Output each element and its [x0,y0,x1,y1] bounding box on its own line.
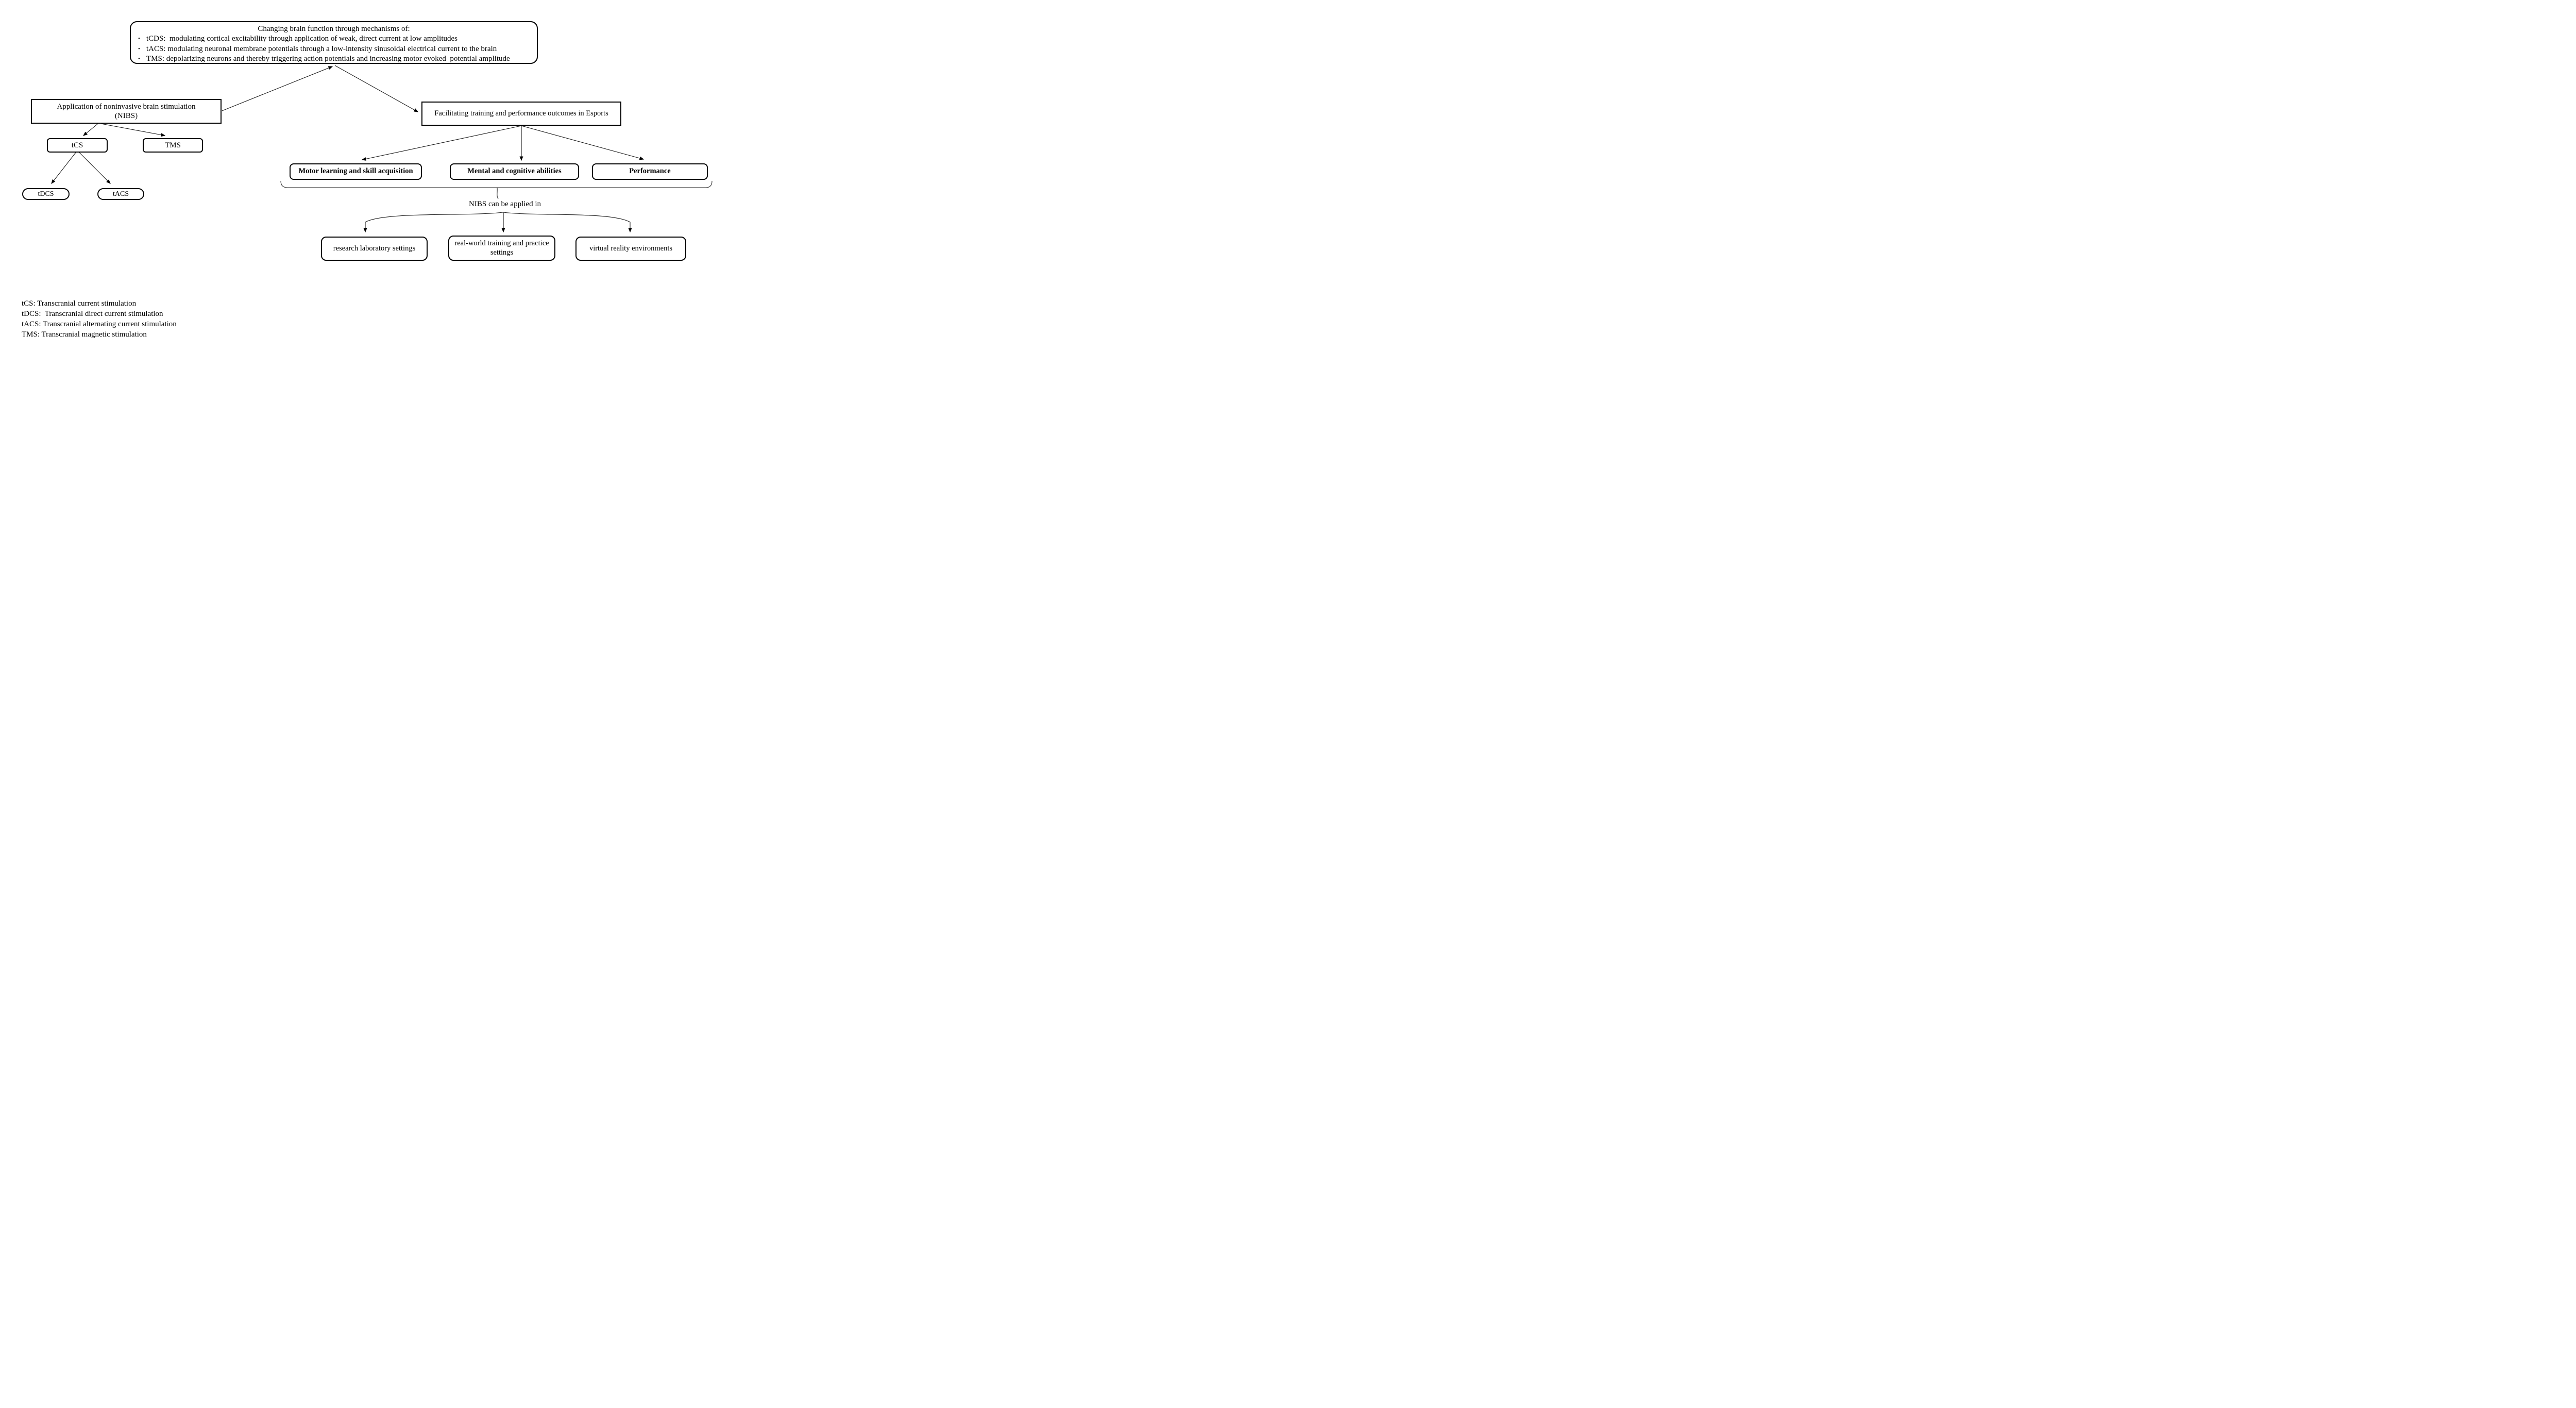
nibs-esports-flow-diagram: Changing brain function through mechanis… [0,0,735,352]
research-settings-label: research laboratory settings [333,244,416,253]
virtual-reality-box: virtual reality environments [575,237,686,261]
tms-box: TMS [143,138,203,153]
tdcs-label: tDCS [38,190,54,198]
tacs-label: tACS [112,190,129,198]
mechanism-bullet-tacs-text: tACS: modulating neuronal membrane poten… [146,44,497,53]
realworld-settings-box: real-world training and practice setting… [448,236,555,261]
nibs-application-box: Application of noninvasive brain stimula… [31,99,222,124]
virtual-reality-label: virtual reality environments [589,244,673,253]
mechanisms-box: Changing brain function through mechanis… [130,21,538,64]
arrow-esports-to-performance [521,125,645,160]
esports-outcomes-box: Facilitating training and performance ou… [421,102,621,126]
motor-learning-box: Motor learning and skill acquisition [290,163,422,180]
bullet-icon: • [138,45,140,52]
connector-lines-layer [51,65,713,233]
mechanism-bullet-tcds: • tCDS: modulating cortical excitability… [138,34,530,44]
arrow-nibs-to-tcs [82,123,98,136]
performance-box: Performance [592,163,708,180]
arrow-brace-to-virtual [503,212,632,233]
legend-tcs: tCS: Transcranial current stimulation [22,299,137,308]
mechanism-bullet-tms: • TMS: depolarizing neurons and thereby … [138,54,530,64]
arrow-mechanisms-to-esports [334,65,419,112]
nibs-application-line2: (NIBS) [114,112,138,120]
arrow-tcs-to-tacs [79,152,111,184]
arrow-nibs-to-tms [100,123,166,137]
arrow-brace-to-research [363,212,503,233]
esports-outcomes-label: Facilitating training and performance ou… [434,109,608,118]
bullet-icon: • [138,56,140,62]
abbreviation-legend: tCS: Transcranial current stimulation tD… [22,298,177,340]
tacs-box: tACS [97,188,144,200]
mechanism-bullet-tcds-text: tCDS: modulating cortical excitability t… [146,35,458,43]
tms-label: TMS [165,141,181,149]
underbrace-line [280,180,713,188]
tcs-box: tCS [47,138,108,153]
research-settings-box: research laboratory settings [321,237,428,261]
legend-tdcs: tDCS: Transcranial direct current stimul… [22,310,163,318]
tcs-label: tCS [71,141,83,149]
performance-label: Performance [629,167,671,176]
bullet-icon: • [138,36,140,42]
underbrace-tail [497,187,499,199]
motor-learning-label: Motor learning and skill acquisition [298,167,413,176]
arrow-tcs-to-tdcs [51,152,76,185]
arrow-nibs-to-mechanisms [222,66,333,111]
legend-tacs: tACS: Transcranial alternating current s… [22,320,177,328]
mechanism-bullet-tms-text: TMS: depolarizing neurons and thereby tr… [146,55,510,63]
arrow-esports-to-motor [361,125,522,161]
mechanism-bullet-tacs: • tACS: modulating neuronal membrane pot… [138,44,530,55]
legend-tms: TMS: Transcranial magnetic stimulation [22,330,147,339]
nibs-application-line1: Application of noninvasive brain stimula… [57,102,196,111]
mechanisms-title: Changing brain function through mechanis… [258,25,410,33]
realworld-settings-label: real-world training and practice setting… [454,239,549,257]
brace-caption: NIBS can be applied in [469,200,541,208]
tdcs-box: tDCS [22,188,70,200]
mental-cognitive-label: Mental and cognitive abilities [467,167,562,176]
mental-cognitive-box: Mental and cognitive abilities [450,163,579,180]
